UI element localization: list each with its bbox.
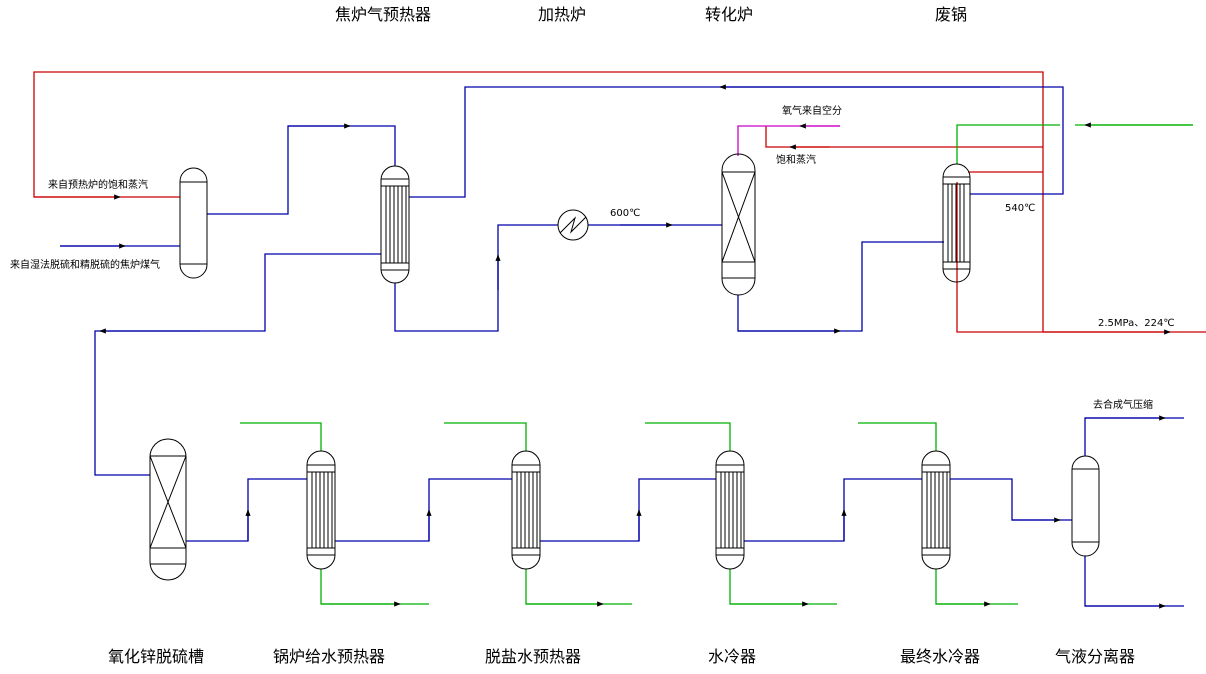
boiler-feed-preheater xyxy=(306,450,336,570)
zno-desulfurizer xyxy=(149,438,187,581)
water-cooler xyxy=(715,450,745,570)
coke-gas-preheater xyxy=(380,165,410,284)
label-heating-furnace: 加热炉 xyxy=(538,5,586,24)
stream-oxygen-from-asu: 氧气来自空分 xyxy=(782,104,842,117)
converter xyxy=(721,153,756,296)
oxygen-line xyxy=(737,123,840,156)
stream-coke-gas-feed: 来自湿法脱硫和精脱硫的焦炉煤气 xyxy=(10,258,160,271)
label-converter: 转化炉 xyxy=(705,5,753,24)
label-gas-liquid-separator: 气液分离器 xyxy=(1055,647,1135,666)
label-water-cooler: 水冷器 xyxy=(708,647,756,666)
label-coke-preheater: 焦炉气预热器 xyxy=(335,5,431,24)
steam-lines xyxy=(33,71,1206,335)
water-lines xyxy=(240,122,1193,607)
stream-temp-540: 540℃ xyxy=(1005,203,1035,214)
demin-water-preheater xyxy=(511,450,541,570)
waste-boiler xyxy=(942,163,971,283)
label-boiler-feed-preheater: 锅炉给水预热器 xyxy=(273,647,385,666)
label-waste-boiler: 废锅 xyxy=(935,5,967,24)
label-zno-desulfurizer: 氧化锌脱硫槽 xyxy=(108,647,204,666)
heating-furnace-symbol xyxy=(557,209,589,241)
gas-liquid-separator xyxy=(1071,455,1100,557)
stream-temp-600: 600℃ xyxy=(610,208,640,219)
final-water-cooler xyxy=(921,450,951,570)
label-demin-water-preheater: 脱盐水预热器 xyxy=(485,647,581,666)
mixing-vessel xyxy=(179,167,208,279)
stream-steam-out: 2.5MPa、224℃ xyxy=(1098,318,1175,329)
stream-to-synthesis: 去合成气压缩 xyxy=(1093,398,1153,411)
label-final-water-cooler: 最终水冷器 xyxy=(900,647,980,666)
stream-steam-from-preheat-furnace: 来自预热炉的饱和蒸汽 xyxy=(48,178,148,191)
gas-lines xyxy=(60,84,1184,609)
stream-saturated-steam: 饱和蒸汽 xyxy=(776,153,816,166)
